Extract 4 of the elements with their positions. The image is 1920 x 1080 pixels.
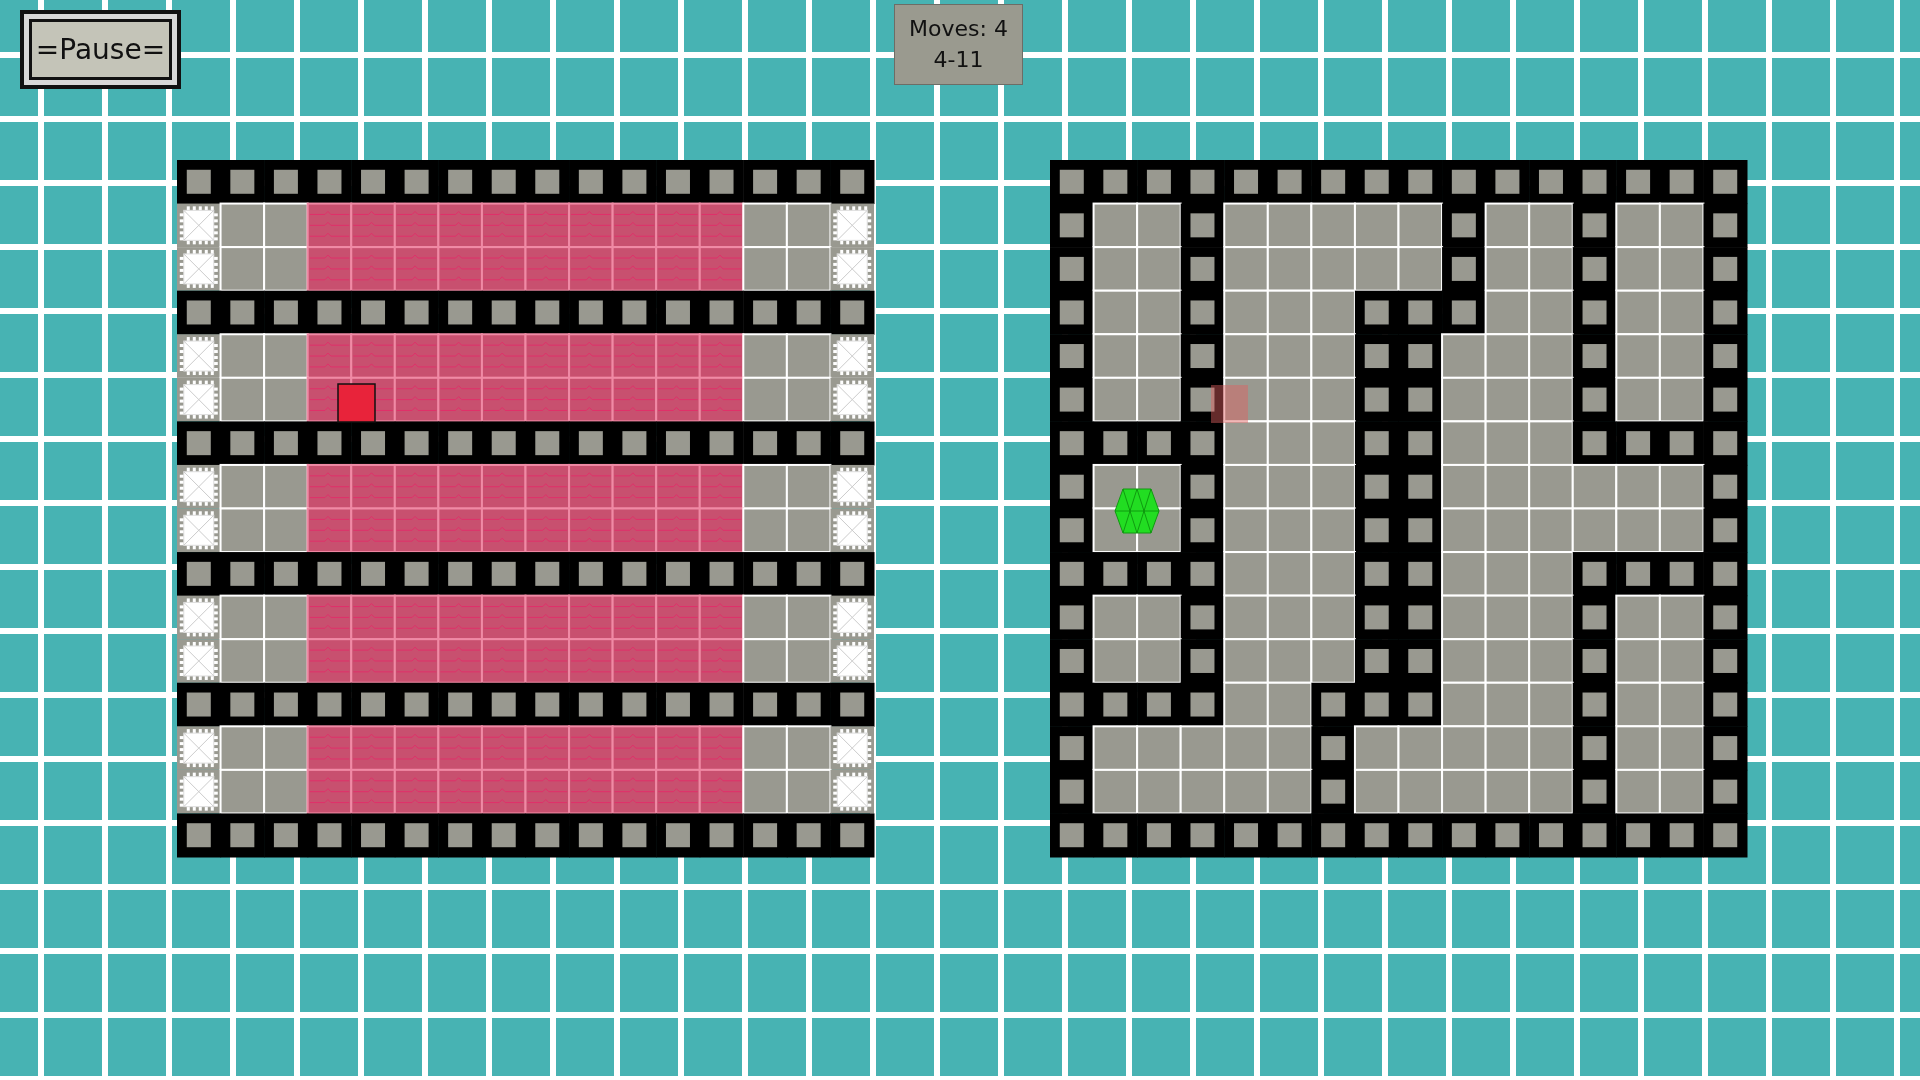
move-count-text: Moves: 4 (909, 14, 1008, 43)
level-number-text: 4-11 (933, 45, 984, 74)
pause-button: =Pause= (20, 10, 181, 89)
move-counter (894, 4, 1023, 85)
